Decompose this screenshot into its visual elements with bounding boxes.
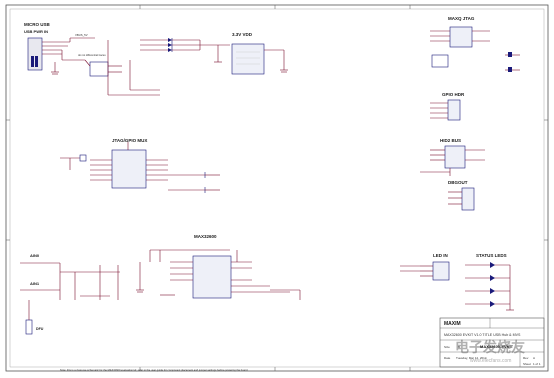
analog-inputs-block: AIN0 AIN1 DFU bbox=[20, 253, 120, 335]
svg-text:VBUS_5V: VBUS_5V bbox=[75, 33, 88, 37]
ldo-regulator-ic bbox=[231, 43, 265, 75]
size-label: Size bbox=[444, 345, 450, 349]
doc-number: MAX32600-EVKIT bbox=[480, 344, 514, 349]
gpio-header-block: GPIO HDR bbox=[430, 92, 465, 121]
usb-note: do not differential traces bbox=[78, 53, 106, 57]
rev-label: Rev bbox=[523, 356, 529, 360]
dfu-button bbox=[25, 319, 33, 335]
rev-value: A bbox=[533, 356, 535, 360]
watermark-text: 电子发烧友 bbox=[455, 339, 525, 356]
gpio-title: GPIO HDR bbox=[442, 92, 465, 97]
ain0-title: AIN0 bbox=[30, 253, 40, 258]
status-leds-block: STATUS LEDS bbox=[465, 253, 514, 311]
swd-jtag-block: MAXQ JTAG bbox=[430, 16, 520, 72]
date-label: Date bbox=[444, 356, 451, 360]
doc-title: MAX32600 EVKIT V1.0 TITLE USB Hub & MVS bbox=[444, 333, 521, 337]
jtag-title: MAXQ JTAG bbox=[448, 16, 475, 21]
led-in-title: LED IN bbox=[433, 253, 448, 258]
title-block: MAXIM MAX32600 EVKIT V1.0 TITLE USB Hub … bbox=[439, 317, 545, 368]
hid-connector bbox=[444, 145, 466, 169]
jtag-gpio-mux-block: JTAG/GPIO MUX bbox=[60, 138, 220, 193]
company-name: MAXIM bbox=[444, 321, 461, 327]
hid-title: HID2 BUS bbox=[440, 138, 461, 143]
jtag-header bbox=[449, 26, 473, 48]
micro-usb-title: MICRO USB bbox=[24, 22, 51, 27]
watermark-url: www.elecfans.com bbox=[470, 358, 511, 364]
led-in-block: LED IN bbox=[400, 253, 450, 281]
status-leds-title: STATUS LEDS bbox=[476, 253, 507, 258]
dbgout-block: DBGOUT bbox=[448, 180, 475, 211]
led-in-connector bbox=[432, 261, 450, 281]
dfu-title: DFU bbox=[36, 327, 44, 331]
net-bus-lines bbox=[80, 289, 301, 300]
micro-usb-block: MICRO USB USB PWR IN VBUS_5V do not diff… bbox=[24, 22, 160, 96]
date-value: Tuesday, Mar 12, 2014 bbox=[456, 356, 487, 360]
power-diode-array bbox=[140, 38, 230, 52]
dbgout-title: DBGOUT bbox=[448, 180, 468, 185]
dbgout-connector bbox=[461, 187, 475, 211]
sheet-label: Sheet bbox=[523, 362, 531, 366]
mcu-ic bbox=[192, 255, 232, 299]
hid-bus-block: HID2 BUS bbox=[420, 138, 485, 176]
jtag-mux-title: JTAG/GPIO MUX bbox=[112, 138, 147, 143]
usb-power-in-title: USB PWR IN bbox=[24, 29, 48, 34]
sheet-value: 1 of 1 bbox=[533, 362, 541, 366]
mux-ic bbox=[111, 149, 147, 189]
size-value: B bbox=[458, 345, 460, 349]
gpio-connector bbox=[447, 99, 461, 121]
esd-protection-ic bbox=[89, 61, 109, 77]
vdd-regulator-block: 3.3V VDD bbox=[214, 32, 288, 75]
ain1-title: AIN1 bbox=[30, 281, 40, 286]
sheet-frame bbox=[5, 4, 549, 372]
mcu-title: MAX32600 bbox=[194, 234, 217, 239]
vdd-title: 3.3V VDD bbox=[232, 32, 253, 37]
footer-note: Note: this is a dual-use schematic for t… bbox=[60, 368, 248, 372]
mcu-block: MAX32600 bbox=[136, 234, 290, 299]
watermark: 电子发烧友 www.elecfans.com bbox=[455, 339, 525, 364]
